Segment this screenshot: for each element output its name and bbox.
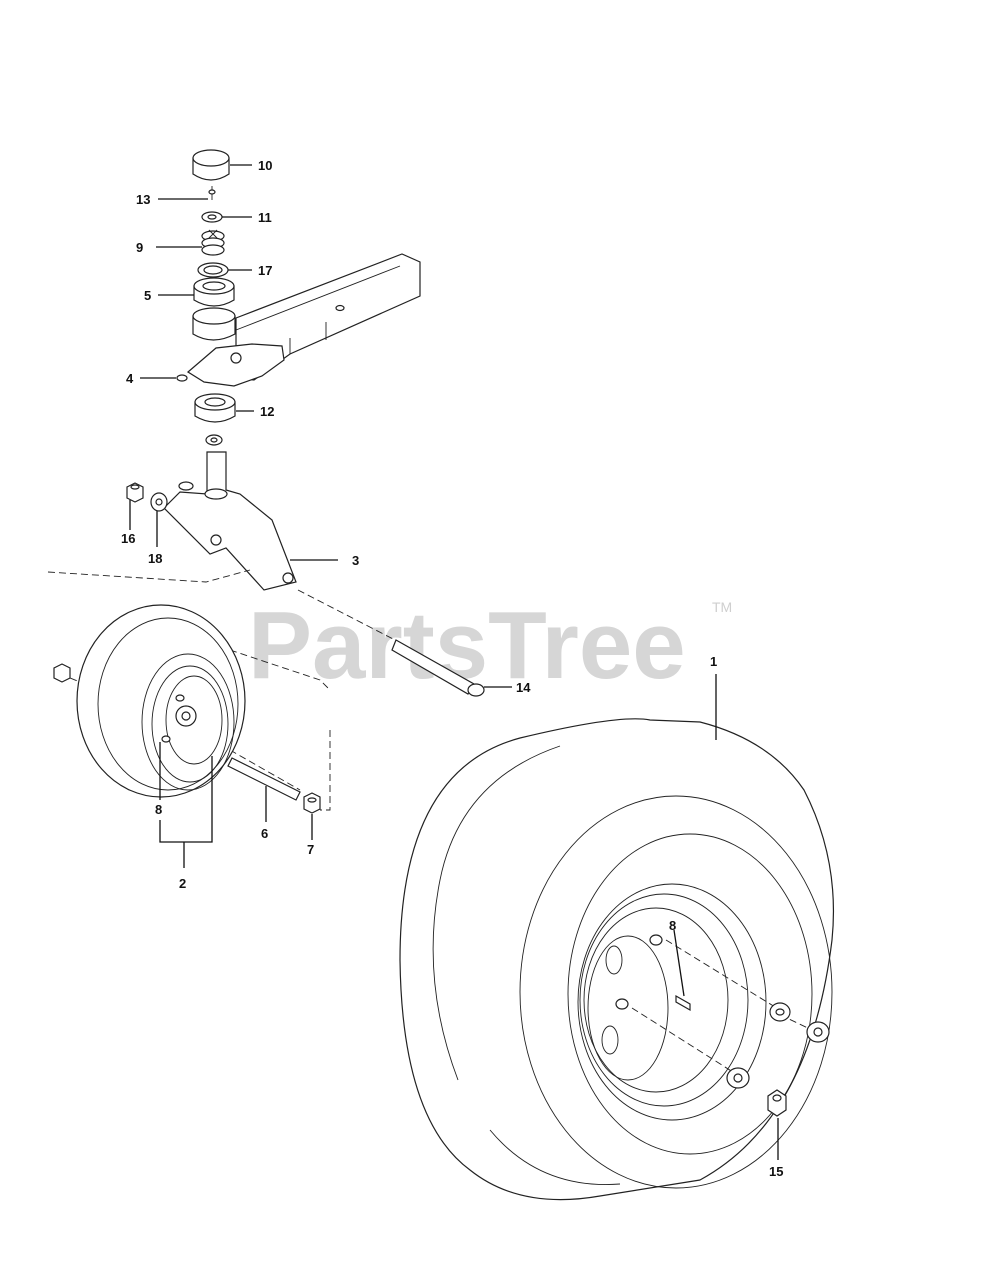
callout-12: 12 <box>260 404 274 419</box>
callout-3: 3 <box>352 553 359 568</box>
caster-axle <box>227 757 301 801</box>
spring-washers <box>201 229 225 256</box>
leader-lines <box>129 164 779 1160</box>
callout-11: 11 <box>258 210 272 225</box>
callout-9: 9 <box>136 240 143 255</box>
spacer-ring <box>197 262 229 278</box>
callout-15: 15 <box>769 1164 783 1179</box>
wheel-studs <box>631 939 813 1075</box>
callout-14: 14 <box>516 680 531 695</box>
grease-fitting <box>208 186 216 200</box>
drive-wheel <box>399 718 835 1201</box>
dust-cap <box>192 149 230 181</box>
callout-10: 10 <box>258 158 272 173</box>
callout-8-drive: 8 <box>669 918 676 933</box>
lock-nut <box>201 211 223 223</box>
callouts: 10 13 11 9 17 5 4 12 16 18 3 14 1 8 6 7 … <box>121 158 783 1179</box>
lug-nuts <box>726 1002 830 1117</box>
watermark-trademark: TM <box>712 599 732 615</box>
caster-fork <box>163 451 297 591</box>
lower-bearing <box>194 393 236 423</box>
callout-6: 6 <box>261 826 268 841</box>
callout-13: 13 <box>136 192 150 207</box>
callout-7: 7 <box>307 842 314 857</box>
flat-washer <box>150 492 168 512</box>
callout-2: 2 <box>179 876 186 891</box>
axle-bolt <box>391 639 485 697</box>
callout-8-caster: 8 <box>155 802 162 817</box>
callout-18: 18 <box>148 551 162 566</box>
callout-4: 4 <box>126 371 134 386</box>
axle-nut <box>303 792 321 814</box>
callout-1: 1 <box>710 654 717 669</box>
thrust-washer <box>205 434 223 446</box>
caster-wheel <box>76 604 246 798</box>
callout-5: 5 <box>144 288 151 303</box>
upper-bearing <box>193 277 235 307</box>
zerk-fitting <box>176 374 188 382</box>
hex-nut <box>126 482 144 503</box>
callout-16: 16 <box>121 531 135 546</box>
callout-17: 17 <box>258 263 272 278</box>
caster-side-nut <box>53 663 71 683</box>
bushing-tube <box>192 307 236 341</box>
caster-bracket <box>186 343 285 387</box>
